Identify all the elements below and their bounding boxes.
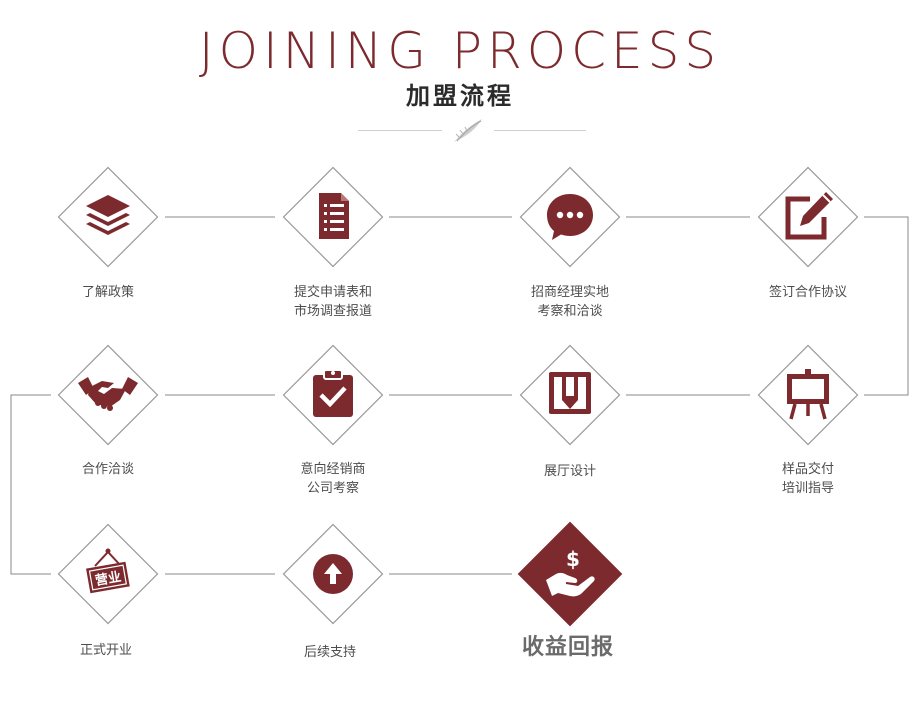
connector-8-9 xyxy=(10,394,51,575)
step-11-diamond: $ xyxy=(512,516,628,632)
easel-board-icon xyxy=(787,369,829,420)
chat-bubble-icon xyxy=(547,194,593,240)
step-2-diamond xyxy=(275,159,391,275)
step-4-diamond xyxy=(750,159,866,275)
step-9-label: 正式开业 xyxy=(79,643,132,658)
clipboard-check-icon xyxy=(313,369,353,417)
design-book-icon xyxy=(549,372,591,414)
connector-4-5 xyxy=(864,216,909,396)
step-3-label: 招商经理实地 考察和洽谈 xyxy=(530,285,609,319)
step-7-label: 意向经销商 公司考察 xyxy=(300,462,366,496)
step-9-diamond: 营业 xyxy=(50,516,166,632)
step-1-diamond xyxy=(50,159,166,275)
page-subtitle: 加盟流程 xyxy=(406,82,514,110)
step-11-label: 收益回报 xyxy=(521,635,614,660)
divider-right xyxy=(494,130,586,131)
step-5-label: 样品交付 培训指导 xyxy=(781,462,834,496)
page-title: JOINING PROCESS xyxy=(198,22,722,80)
step-8-diamond xyxy=(50,337,166,453)
layers-icon xyxy=(86,195,130,235)
document-icon xyxy=(319,193,349,239)
step-10-diamond xyxy=(275,516,391,632)
open-sign-text: 营业 xyxy=(94,569,122,589)
step-7-diamond xyxy=(275,337,391,453)
step-10-label: 后续支持 xyxy=(303,645,356,660)
step-3-diamond xyxy=(512,159,628,275)
step-8-label: 合作洽谈 xyxy=(81,462,134,477)
feather-icon xyxy=(454,119,482,142)
step-2-label: 提交申请表和 市场调查报道 xyxy=(293,285,372,319)
divider-left xyxy=(358,130,442,131)
sign-pen-icon xyxy=(785,192,833,240)
up-arrow-icon xyxy=(313,554,353,594)
money-hand-icon: $ xyxy=(546,547,595,597)
open-sign-icon: 营业 xyxy=(86,548,130,594)
step-6-label: 展厅设计 xyxy=(543,464,596,479)
handshake-icon xyxy=(78,377,138,411)
step-6-diamond xyxy=(512,337,628,453)
svg-text:$: $ xyxy=(566,547,580,571)
step-1-label: 了解政策 xyxy=(81,285,134,300)
step-5-diamond xyxy=(750,337,866,453)
step-4-label: 签订合作协议 xyxy=(768,285,847,300)
